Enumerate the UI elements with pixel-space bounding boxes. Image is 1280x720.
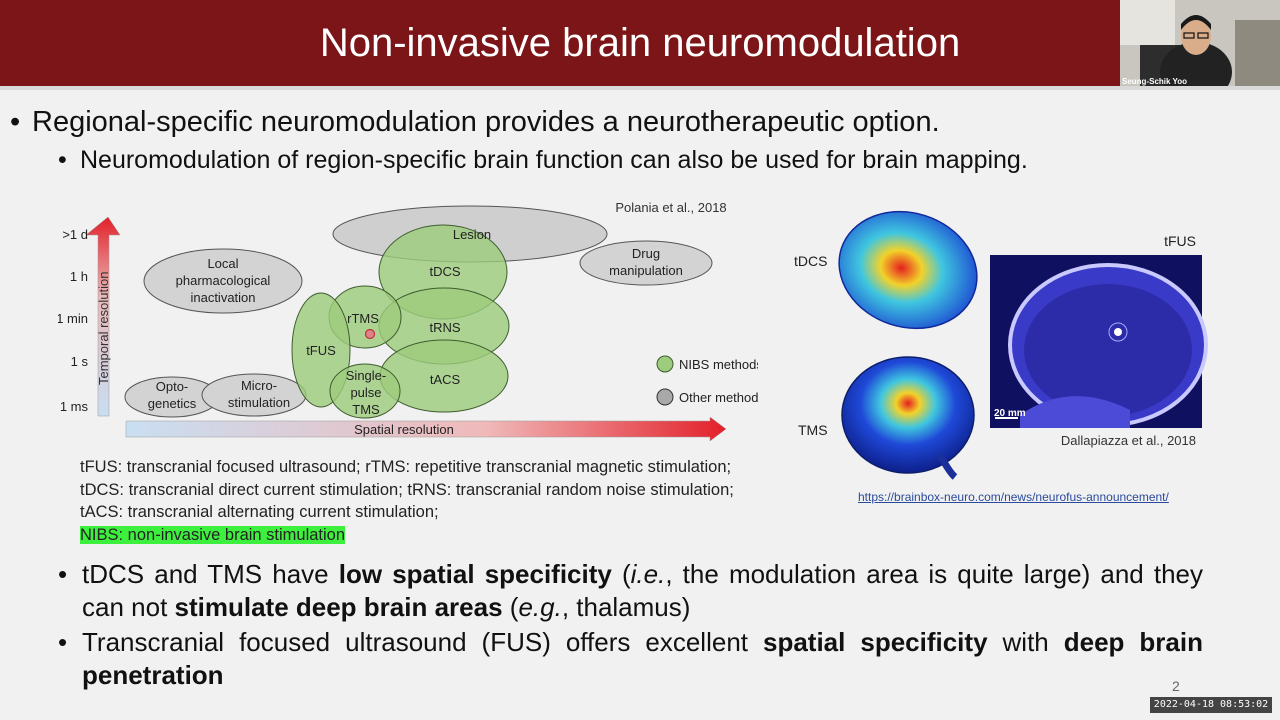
tms-image-label: TMS <box>798 422 828 438</box>
local-pharmacological-ellipse <box>143 248 303 314</box>
drug-label-1: Drug <box>632 246 660 261</box>
b4-text-2: with <box>987 627 1064 657</box>
presenter-name: Seung-Schik Yoo <box>1122 77 1188 86</box>
tfus-label: tFUS <box>306 343 336 358</box>
single-pulse-label-3: TMS <box>352 402 380 417</box>
abbreviations-body: tFUS: transcranial focused ultrasound; r… <box>80 458 734 521</box>
b3-text-3: , the modulation area is quite large) an… <box>82 559 1204 622</box>
scale-bar-label: 20 mm <box>994 408 1026 419</box>
timestamp: 2022-04-18 08:53:02 <box>1150 697 1272 713</box>
b3-text-5: , thalamus) <box>561 592 691 622</box>
tacs-label: tACS <box>430 372 461 387</box>
micro-label-1: Micro- <box>241 378 277 393</box>
local-pharm-label-2: pharmacological <box>176 273 271 288</box>
bullet-sub: •Neuromodulation of region-specific brai… <box>58 146 1028 174</box>
b4-text-1: Transcranial focused ultrasound (FUS) of… <box>82 627 763 657</box>
presenter-video-icon <box>1120 0 1280 90</box>
opto-label-1: Opto- <box>156 379 189 394</box>
y-tick-1d: >1 d <box>62 227 88 242</box>
abbreviations-text: tFUS: transcranial focused ultrasound; r… <box>80 456 760 546</box>
legend-nibs-icon <box>656 355 674 373</box>
bullet-main: •Regional-specific neuromodulation provi… <box>10 106 940 138</box>
tfus-image-label: tFUS <box>1164 233 1196 249</box>
resolution-diagram: Temporal resolution Spatial resolution >… <box>58 200 758 442</box>
b3-text-1: tDCS and TMS have <box>82 559 339 589</box>
legend-other-label: Other methods <box>679 390 758 405</box>
tdcs-label: tDCS <box>429 264 460 279</box>
left-figure-citation: Polania et al., 2018 <box>615 200 726 215</box>
b3-bold-1: low spatial specificity <box>338 559 612 589</box>
trns-label: tRNS <box>429 320 460 335</box>
title-bar <box>0 0 1120 86</box>
local-pharm-label-1: Local <box>207 256 238 271</box>
slide-title: Non-invasive brain neuromodulation <box>319 21 961 65</box>
b3-bold-2: stimulate deep brain areas <box>174 592 503 622</box>
nibs-highlight: NIBS: non-invasive brain stimulation <box>80 525 346 544</box>
drug-manipulation-ellipse <box>579 240 713 286</box>
b3-text-4: ( <box>502 592 519 622</box>
rtms-label: rTMS <box>347 311 379 326</box>
temporal-axis-arrow <box>85 216 121 417</box>
y-tick-1min: 1 min <box>58 311 88 326</box>
single-pulse-label-2: pulse <box>350 385 381 400</box>
opto-label-2: genetics <box>148 396 197 411</box>
legend-nibs-label: NIBS methods <box>679 357 758 372</box>
tdcs-image-label: tDCS <box>794 253 827 269</box>
bullet-fus: • Transcranial focused ultrasound (FUS) … <box>58 627 1203 690</box>
single-pulse-tms-ellipse <box>329 363 401 419</box>
tfus-mri-image <box>990 255 1208 428</box>
drug-label-2: manipulation <box>609 263 683 278</box>
b3-text-2: ( <box>611 559 631 589</box>
rtms-marker-icon <box>364 328 376 340</box>
presenter-video-thumbnail[interactable]: Seung-Schik Yoo <box>1120 0 1280 90</box>
b3-italic-1: i.e. <box>630 559 666 589</box>
brain-images-figure: tDCS TMS tFUS 20 mm Dallapiazza et al., … <box>794 210 1208 480</box>
source-link[interactable]: https://brainbox-neuro.com/news/neurofus… <box>858 490 1169 504</box>
x-axis-label: Spatial resolution <box>354 422 454 437</box>
bullet-tdcs-tms: • tDCS and TMS have low spatial specific… <box>58 559 1204 622</box>
y-tick-1s: 1 s <box>71 354 89 369</box>
micro-label-2: stimulation <box>228 395 290 410</box>
title-divider <box>0 86 1280 90</box>
tms-brain-image <box>841 356 975 474</box>
page-number: 2 <box>1172 678 1180 694</box>
y-axis-label: Temporal resolution <box>96 272 111 385</box>
y-tick-1ms: 1 ms <box>60 399 89 414</box>
b4-bold-2: deep brain penetration <box>82 627 1203 690</box>
tdcs-brain-image <box>838 210 978 330</box>
bullet-main-text: Regional-specific neuromodulation provid… <box>32 106 940 138</box>
spatial-axis-arrow <box>125 416 727 442</box>
b3-italic-2: e.g. <box>518 592 562 622</box>
y-tick-1h: 1 h <box>70 269 88 284</box>
right-figure-citation: Dallapiazza et al., 2018 <box>1061 433 1196 448</box>
lesion-label: Lesion <box>453 227 491 242</box>
legend-other-icon <box>656 388 674 406</box>
single-pulse-label-1: Single- <box>346 368 386 383</box>
local-pharm-label-3: inactivation <box>190 290 255 305</box>
b4-bold-1: spatial specificity <box>763 627 988 657</box>
bullet-sub-text: Neuromodulation of region-specific brain… <box>80 146 1028 174</box>
